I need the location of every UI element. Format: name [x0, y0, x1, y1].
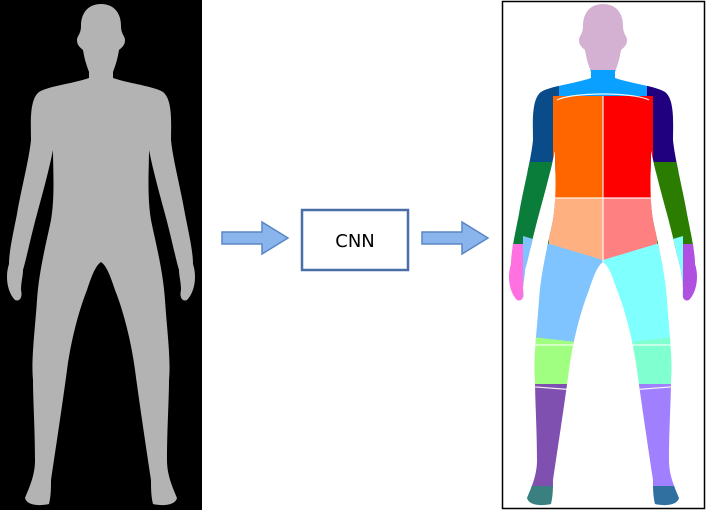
arrow-to-output: [421, 220, 490, 256]
cnn-box: CNN: [300, 208, 410, 272]
arrow-to-cnn: [221, 220, 290, 256]
cnn-label: CNN: [335, 231, 375, 252]
segment-chest-right: [603, 96, 653, 198]
segment-chest-left: [553, 96, 603, 198]
